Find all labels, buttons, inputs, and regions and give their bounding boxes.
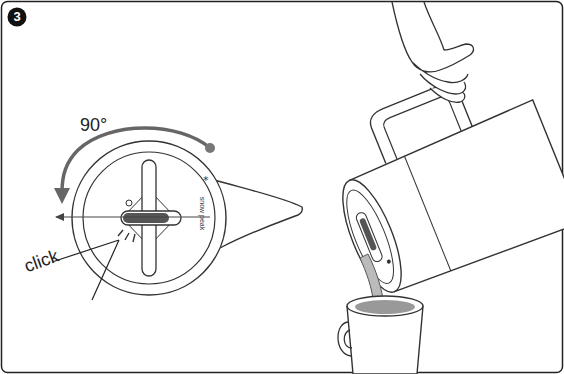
cup-handle <box>338 322 352 356</box>
lid-dot <box>386 259 391 264</box>
body-seam <box>404 156 450 271</box>
brand-logo: snow peak <box>199 197 206 230</box>
rotation-arrowhead <box>54 188 70 204</box>
step-number: 3 <box>12 10 22 23</box>
spout <box>214 180 302 248</box>
angle-label: 90° <box>80 116 107 134</box>
rotation-arrow <box>62 128 210 192</box>
step-badge <box>8 8 27 27</box>
direction-line <box>56 217 210 218</box>
click-callout <box>52 240 119 300</box>
cup-liquid <box>355 300 415 314</box>
knob-outline <box>121 211 181 225</box>
lid-outline <box>83 152 215 284</box>
lid-knob-side <box>359 217 377 251</box>
open-indicator <box>126 200 132 206</box>
click-ticks <box>118 230 135 242</box>
rotation-start <box>205 143 215 153</box>
logo-mark: * <box>203 174 209 187</box>
bottle-rim <box>72 141 226 295</box>
cup-rim <box>347 296 423 316</box>
knob-dark <box>123 213 169 223</box>
click-label: click <box>22 247 61 276</box>
hand <box>392 2 473 102</box>
lid-handle-side <box>355 211 384 263</box>
carry-handle-inner <box>382 95 462 159</box>
